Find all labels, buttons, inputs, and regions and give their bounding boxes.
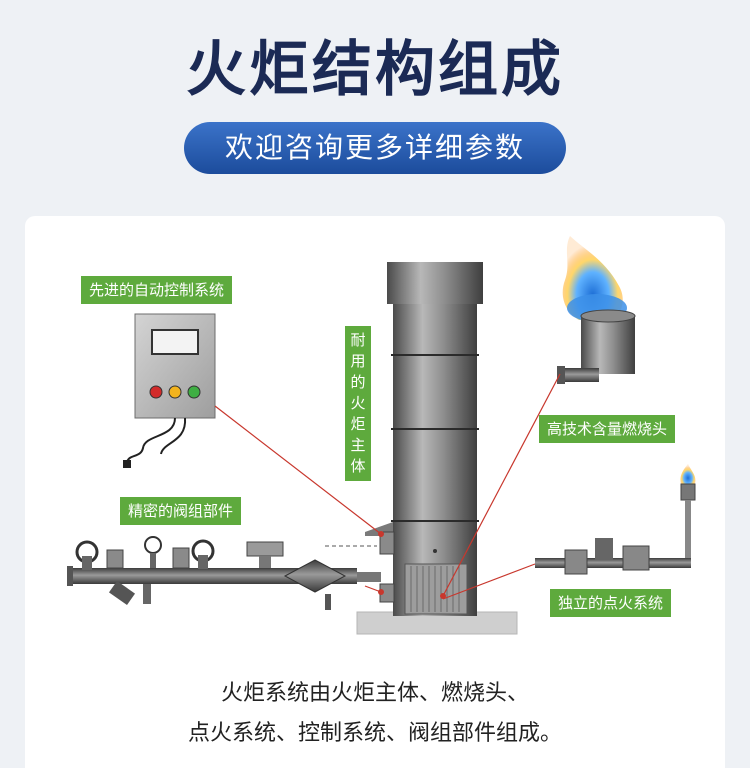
- burner-head: [557, 236, 636, 384]
- label-ignition-system: 独立的点火系统: [550, 589, 672, 617]
- diagram-card: 先进的自动控制系统 耐用的火炬主体 高技术含量燃烧头 精密的阀组部件 独立的点火…: [25, 216, 725, 768]
- control-cabinet: [123, 313, 216, 468]
- pointer-dots: [378, 531, 446, 599]
- page-title: 火炬结构组成: [186, 35, 564, 105]
- label-auto-control: 先进的自动控制系统: [81, 276, 233, 304]
- caption-line-2: 点火系统、控制系统、阀组部件组成。: [187, 721, 562, 746]
- label-valve-group: 精密的阀组部件: [120, 497, 242, 525]
- valve-group: [75, 536, 284, 570]
- label-burner-head: 高技术含量燃烧头: [539, 415, 676, 443]
- consult-banner[interactable]: 欢迎咨询更多详细参数: [184, 122, 566, 174]
- gas-pipeline: [67, 559, 381, 610]
- label-flare-body: 耐用的火炬主体: [345, 326, 371, 481]
- flare-structure-diagram: [67, 236, 696, 635]
- caption-line-1: 火炬系统由火炬主体、燃烧头、: [220, 681, 529, 706]
- flare-body: [387, 262, 483, 616]
- ignition-system: [535, 464, 696, 575]
- body-inlets: [325, 522, 395, 603]
